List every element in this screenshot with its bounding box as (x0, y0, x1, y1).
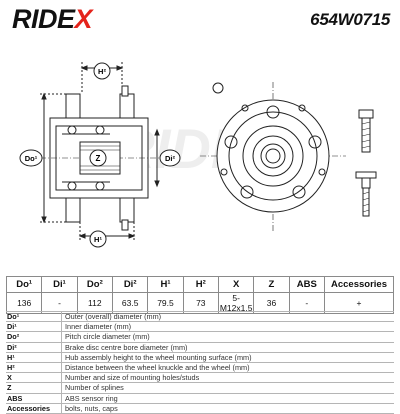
legend-row: Z Number of splines (6, 383, 394, 394)
hub-section-view (40, 62, 160, 242)
specs-value-accessories: + (324, 292, 394, 314)
legend-desc: Brake disc centre bore diameter (mm) (65, 342, 188, 352)
label-z-text: Z (96, 154, 101, 163)
legend-key: Do² (6, 332, 62, 342)
legend-key: Do¹ (6, 312, 62, 322)
brand-logo-text: RIDE (12, 4, 75, 34)
label-h1-text: H¹ (94, 235, 102, 244)
specs-header-abs: ABS (288, 276, 326, 293)
label-di2-text: Di² (165, 154, 176, 163)
specs-value-row: 136 - 112 63.5 79.5 73 5-M12x1.5 36 - + (5, 292, 394, 314)
specs-header-di2: Di² (111, 276, 149, 293)
legend-desc: ABS sensor ring (65, 393, 118, 403)
label-di2: Di² (159, 149, 181, 167)
specs-header-h2: H² (182, 276, 219, 293)
legend-key: Di² (6, 342, 62, 352)
specs-header-do1: Do¹ (5, 276, 43, 293)
label-h2-text: H² (98, 67, 106, 76)
legend-row: Accessories bolts, nuts, caps (6, 403, 394, 414)
legend-key: Accessories (6, 403, 62, 413)
technical-drawing: RIDEX (19, 62, 377, 248)
legend-row: X Number and size of mounting holes/stud… (6, 373, 394, 384)
specs-table: Do¹ Di¹ Do² Di² H¹ H² X Z ABS Accessorie… (5, 276, 394, 314)
legend-key: H² (6, 362, 62, 373)
label-z: Z (89, 149, 107, 167)
label-do1-text: Do¹ (25, 154, 38, 163)
specs-header-row: Do¹ Di¹ Do² Di² H¹ H² X Z ABS Accessorie… (5, 276, 394, 293)
legend-desc: Outer (overall) diameter (mm) (65, 312, 162, 321)
label-h2: H² (93, 62, 111, 80)
legend-desc: Distance between the wheel knuckle and t… (65, 362, 250, 372)
legend-desc: Number and size of mounting holes/studs (65, 373, 200, 383)
legend-row: Di² Brake disc centre bore diameter (mm) (6, 342, 394, 353)
part-number: 654W0715 (310, 10, 390, 29)
label-do1: Do¹ (19, 149, 43, 167)
specs-header-z: Z (253, 276, 290, 293)
brand-logo-x: X (74, 4, 93, 34)
legend-row: H² Distance between the wheel knuckle an… (6, 362, 394, 374)
specs-header-do2: Do² (76, 276, 113, 293)
specs-header-x: X (217, 276, 255, 293)
legend-row: Do² Pitch circle diameter (mm) (6, 332, 394, 343)
legend-desc: Pitch circle diameter (mm) (65, 332, 150, 342)
specs-header-h1: H¹ (147, 276, 184, 293)
legend-desc: bolts, nuts, caps (65, 403, 118, 413)
header: RIDEX 654W0715 (0, 0, 400, 38)
legend-key: Z (6, 383, 62, 393)
legend-key: X (6, 373, 62, 383)
legend-desc: Inner diameter (mm) (65, 322, 132, 332)
specs-header-accessories: Accessories (324, 276, 394, 293)
legend-row: Di¹ Inner diameter (mm) (6, 322, 394, 333)
legend-row: H¹ Hub assembly height to the wheel moun… (6, 352, 394, 363)
accessory-bolt (358, 109, 374, 153)
hub-front-view (200, 82, 346, 232)
legend-desc: Hub assembly height to the wheel mountin… (65, 352, 252, 362)
specs-value-abs: - (288, 292, 326, 314)
legend-row: ABS ABS sensor ring (6, 393, 394, 404)
brand-logo: RIDEX (12, 4, 93, 35)
legend-key: Di¹ (6, 322, 62, 332)
legend-desc: Number of splines (65, 383, 124, 393)
legend: Do¹ Outer (overall) diameter (mm) Di¹ In… (6, 311, 394, 414)
specs-header-di1: Di¹ (41, 276, 78, 293)
accessory-screw (355, 171, 377, 217)
legend-key: ABS (6, 393, 62, 403)
specs-value-do2: 112 (76, 292, 113, 314)
legend-row: Do¹ Outer (overall) diameter (mm) (6, 311, 394, 323)
legend-key: H¹ (6, 352, 62, 362)
label-h1: H¹ (89, 230, 107, 248)
